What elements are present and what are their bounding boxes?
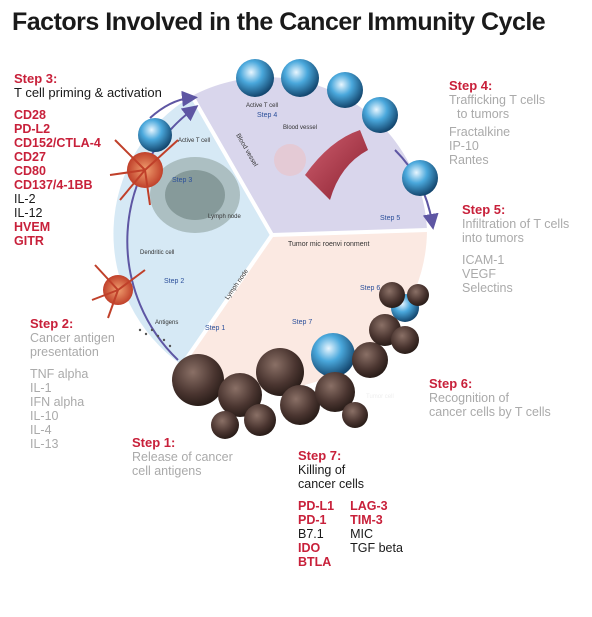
step3-factor: PD-L2 [14, 122, 51, 136]
step7-factor: BTLA [298, 555, 332, 569]
step3-heading: Step 3: [14, 71, 58, 86]
step3-description: T cell priming & activation [14, 85, 162, 100]
label-blood-vessel: Blood vessel [283, 125, 317, 131]
step2-description-line2: presentation [30, 345, 99, 359]
step7-block: Step 7: Killing of cancer cells PD-L1 PD… [298, 448, 403, 569]
label-antigens: Antigens [155, 320, 178, 326]
inner-step-2: Step 2 [164, 278, 184, 285]
step4-description-line1: Trafficking T cells [449, 93, 546, 107]
step7-column-1: PD-L1 PD-1 B7.1 IDO BTLA [298, 499, 334, 569]
step4-block: Step 4: Trafficking T cells to tumors Fr… [449, 78, 545, 167]
dendritic-cell-large [109, 139, 179, 206]
step1-description-line2: cell antigens [132, 464, 202, 478]
step7-factor: LAG-3 [350, 499, 388, 513]
step1-heading: Step 1: [132, 435, 176, 450]
step2-factor: IFN alpha [30, 395, 85, 409]
step2-factor: IL-4 [30, 423, 52, 437]
step7-factor: TIM-3 [350, 513, 383, 527]
step5-factor: VEGF [462, 267, 497, 281]
step6-description-line2: cancer cells by T cells [429, 405, 551, 419]
step2-factor: IL-1 [30, 381, 52, 395]
step1-description-line1: Release of cancer [132, 450, 233, 464]
step7-column-2: LAG-3 TIM-3 MIC TGF beta [350, 499, 403, 569]
t-cells [138, 59, 438, 377]
step6-description-line1: Recognition of [429, 391, 509, 405]
antigen-dots [138, 328, 172, 348]
step3-factor: IL-12 [14, 206, 43, 220]
step4-description-line2: to tumors [457, 107, 510, 121]
step3-factor: CD152/CTLA-4 [14, 136, 101, 150]
tumor-cells [172, 282, 429, 439]
label-lymph-node: Lymph node [208, 214, 241, 220]
step3-factor: CD137/4-1BB [14, 178, 93, 192]
inner-step-1: Step 1 [205, 325, 225, 332]
step5-factor: Selectins [462, 281, 513, 295]
dendritic-cell-small [91, 264, 146, 319]
step4-factor: Rantes [449, 153, 489, 167]
step7-heading: Step 7: [298, 448, 342, 463]
step7-factor: PD-1 [298, 513, 327, 527]
step5-description-line2: into tumors [462, 231, 524, 245]
step7-factor: IDO [298, 541, 321, 555]
step3-factor: GITR [14, 234, 44, 248]
step7-description-line2: cancer cells [298, 477, 364, 491]
step3-factor: CD28 [14, 108, 46, 122]
label-tumor-cell: Tumor cell [366, 394, 394, 400]
blood-vessel-graphic [305, 130, 368, 200]
label-active-t-cell: Active T cell [178, 138, 210, 144]
step6-block: Step 6: Recognition of cancer cells by T… [429, 376, 551, 419]
step3-factor: IL-2 [14, 192, 36, 206]
inner-step-5: Step 5 [380, 215, 400, 222]
label-tumor-microenvironment: Tumor mic roenvi ronment [288, 241, 369, 248]
inner-step-6: Step 6 [360, 285, 380, 292]
step2-heading: Step 2: [30, 316, 74, 331]
step7-factor: TGF beta [350, 541, 403, 555]
step5-factor: ICAM-1 [462, 253, 505, 267]
step2-factor: IL-10 [30, 409, 59, 423]
step2-factor: IL-13 [30, 437, 59, 451]
step2-description-line1: Cancer antigen [30, 331, 115, 345]
step1-block: Step 1: Release of cancer cell antigens [132, 435, 233, 478]
step5-heading: Step 5: [462, 202, 506, 217]
step4-heading: Step 4: [449, 78, 493, 93]
step3-factor: CD27 [14, 150, 46, 164]
inner-step-3: Step 3 [172, 177, 192, 184]
step7-factor: PD-L1 [298, 499, 335, 513]
step2-block: Step 2: Cancer antigen presentation TNF … [30, 316, 115, 451]
step7-description-line1: Killing of [298, 463, 346, 477]
step4-factor: IP-10 [449, 139, 479, 153]
step3-block: Step 3: T cell priming & activation CD28… [14, 71, 162, 248]
cycle-arrow-top [149, 90, 198, 119]
step7-factor: MIC [350, 527, 374, 541]
page-title: Factors Involved in the Cancer Immunity … [12, 8, 546, 36]
step7-factor: B7.1 [298, 527, 324, 541]
inner-step-7: Step 7 [292, 319, 312, 326]
step3-factor: HVEM [14, 220, 51, 234]
inner-step-4: Step 4 [257, 112, 277, 119]
step4-factor: Fractalkine [449, 125, 511, 139]
step5-description-line1: Infiltration of T cells [462, 217, 570, 231]
step3-factor: CD80 [14, 164, 46, 178]
label-active-t-cell: Active T cell [246, 103, 278, 109]
step5-block: Step 5: Infiltration of T cells into tum… [462, 202, 569, 295]
step6-heading: Step 6: [429, 376, 473, 391]
step2-factor: TNF alpha [30, 367, 89, 381]
label-dendritic-cell: Dendritic cell [140, 250, 174, 256]
